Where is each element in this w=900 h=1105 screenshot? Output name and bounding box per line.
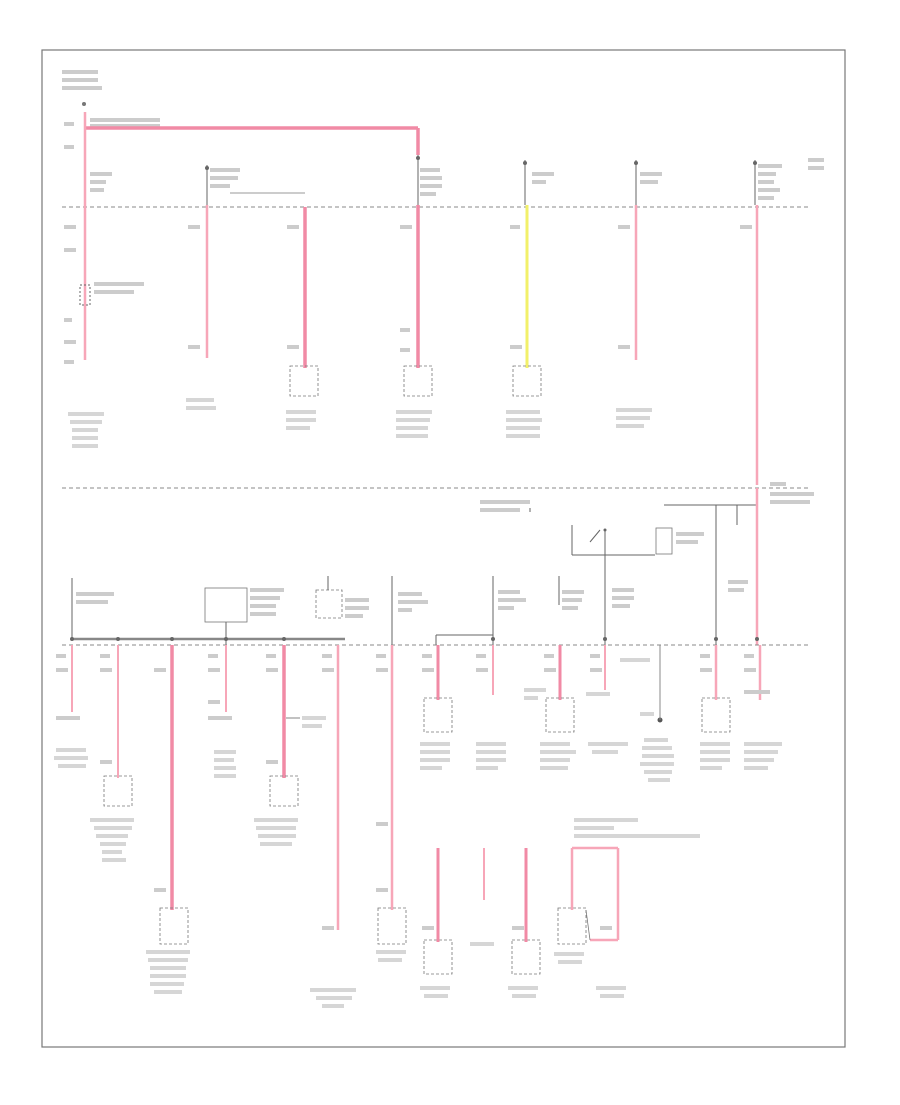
relay-area [480,482,814,645]
component-labels-lower [54,658,782,1008]
wire-codes-top [64,225,752,364]
component-box-l5 [269,775,299,807]
component-box-l2 [103,775,133,807]
component-box-l7 [377,907,407,945]
lower-fuse-area [71,576,663,723]
components-lower [103,697,731,975]
bottom-feeds [436,846,620,942]
component-box-b4 [557,907,587,945]
bus-junctions [70,637,759,641]
component-box-b3 [511,939,541,975]
component-box-l10 [545,697,575,733]
component-box-l8 [423,697,453,733]
component-box-t3 [289,365,319,397]
top-bus-pink [83,112,420,180]
component-box-b1 [423,939,453,975]
diagram-frame [41,49,846,1048]
power-source-block [62,70,160,149]
component-box-t5 [512,365,542,397]
component-box-t4 [403,365,433,397]
lower-feeds [71,645,762,930]
top-feeds [83,180,759,485]
component-labels-top [68,398,652,448]
wire-codes-lower [56,654,770,930]
component-box-l13 [701,697,731,733]
fuse-stubs-top [205,155,757,205]
components-top [289,365,542,397]
inline-connector-top [79,282,144,306]
fuse-labels-top [90,158,824,200]
component-box-l3 [159,907,189,945]
